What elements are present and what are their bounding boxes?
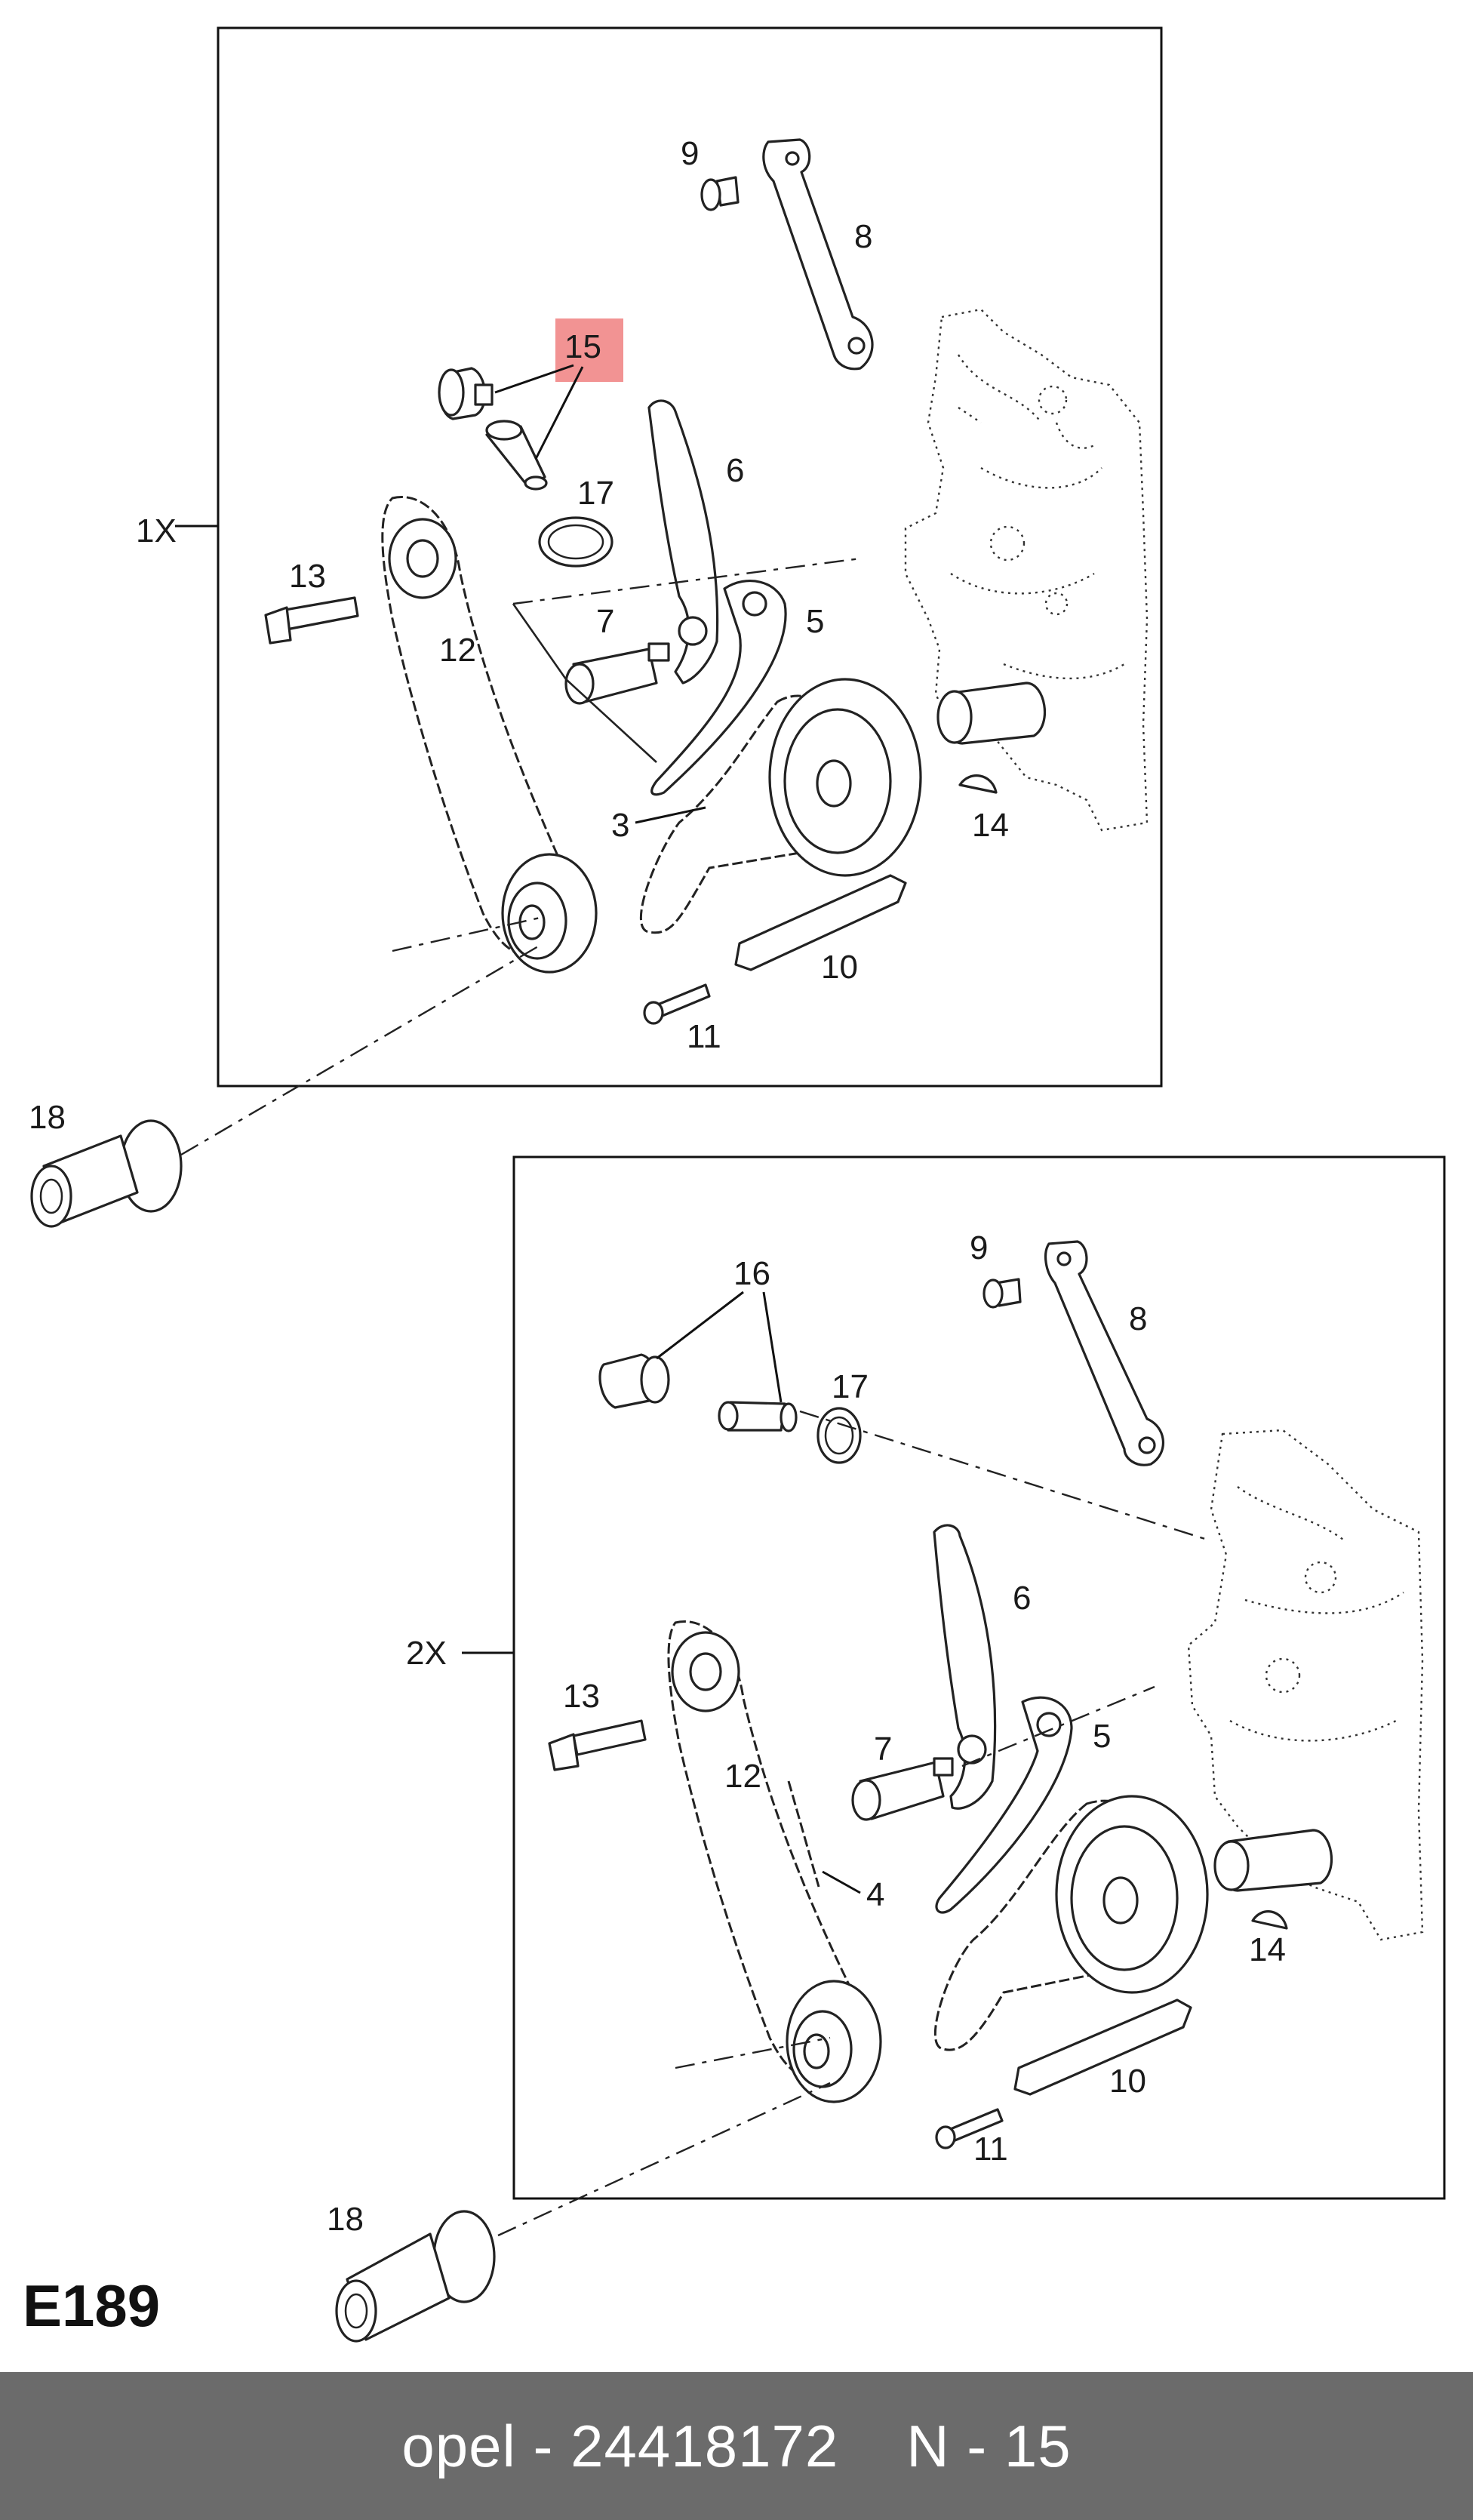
callout-10-1x: 10: [821, 949, 858, 986]
cam-sprocket-1x: [768, 678, 922, 877]
callout-14-1x: 14: [972, 807, 1009, 844]
panel-2x-frame: [512, 1155, 1446, 2200]
leader-3-1x: [635, 806, 706, 824]
tensioner-16-2x: [598, 1353, 798, 1432]
leader-4-2x: [822, 1870, 861, 1894]
centerline-18-bottom: [497, 2082, 831, 2237]
callout-14-2x: 14: [1249, 1931, 1286, 1968]
callout-17-2x: 17: [832, 1368, 869, 1405]
guide-10-2x: [1013, 1998, 1192, 2096]
leader-16a-2x: [656, 1291, 744, 1360]
guide-rail-8-1x: [762, 138, 874, 371]
engine-block-1x: [904, 308, 1149, 832]
bolt-11-2x: [935, 2108, 1004, 2149]
guide-5-2x: [935, 1696, 1073, 1914]
bolt-13-2x: [548, 1719, 647, 1771]
leader-15b-1x: [534, 366, 584, 460]
diagram-code: E189: [23, 2272, 161, 2339]
callout-7-1x: 7: [596, 603, 614, 640]
panel-1x: 1X 9 8 15 6 17 13 7 5 12 3 14 10 11: [136, 26, 1163, 1088]
part-18-bottom: 18: [327, 2082, 831, 2343]
centerline-18-top: [180, 942, 544, 1156]
callout-5-2x: 5: [1093, 1718, 1111, 1755]
guide-5-1x: [650, 580, 787, 796]
callout-8-1x: 8: [854, 218, 872, 255]
footer-part-number: 24418172: [570, 2412, 839, 2479]
panel-label-1x: 1X: [136, 512, 177, 549]
centerline-a-2x: [799, 1410, 1208, 1541]
footer-brand: opel: [401, 2412, 516, 2479]
panel-label-2x: 2X: [406, 1635, 447, 1672]
crank-sprocket-1x: [501, 853, 598, 974]
callout-6-2x: 6: [1013, 1580, 1031, 1617]
leader-16b-2x: [762, 1291, 783, 1403]
bolt-9-2x: [983, 1278, 1022, 1309]
callout-6-1x: 6: [726, 452, 744, 489]
cam-sprocket-2x: [1055, 1795, 1209, 1994]
tensioner-15-1x: [438, 367, 548, 491]
callout-17-1x: 17: [577, 475, 614, 512]
footer-separator-text: -: [533, 2412, 554, 2479]
callout-12-2x: 12: [724, 1758, 761, 1795]
bolt-9-1x: [700, 176, 740, 211]
callout-15-1x: 15: [564, 328, 601, 365]
assembly-line-1x: [512, 603, 657, 763]
bolt-11-1x: [643, 983, 711, 1025]
seal-17-1x: [538, 516, 613, 568]
callout-11-1x: 11: [687, 1018, 721, 1055]
highlight-15: [555, 318, 623, 382]
sprocket-12-top-1x: [388, 518, 457, 599]
centerline-b-1x: [392, 915, 544, 952]
panel-1x-frame: [217, 26, 1163, 1088]
callout-5-1x: 5: [806, 603, 824, 640]
callout-4-2x: 4: [866, 1876, 884, 1913]
seal-17-2x: [816, 1407, 862, 1464]
tensioner-guide-6-1x: [647, 399, 719, 685]
callout-3-1x: 3: [611, 807, 629, 844]
callout-13-1x: 13: [289, 558, 326, 595]
callout-16-2x: 16: [733, 1255, 770, 1292]
callout-18-top: 18: [29, 1099, 66, 1136]
footer-separator: -: [516, 2412, 570, 2481]
callout-12-1x: 12: [439, 632, 476, 669]
pin-7-1x: [564, 642, 670, 705]
callout-7-2x: 7: [874, 1731, 892, 1768]
footer-position: N - 15: [906, 2412, 1072, 2479]
callout-13-2x: 13: [563, 1678, 600, 1715]
callout-10-2x: 10: [1109, 2063, 1146, 2100]
callout-9-2x: 9: [970, 1229, 988, 1266]
leader-15a-1x: [494, 364, 574, 394]
callout-11-2x: 11: [973, 2131, 1008, 2168]
crank-sprocket-2x: [786, 1980, 882, 2103]
tensioner-guide-6-2x: [933, 1524, 997, 1810]
callout-8-2x: 8: [1129, 1300, 1147, 1337]
guide-rail-8-2x: [1044, 1240, 1164, 1466]
guide-10-1x: [734, 874, 907, 971]
engine-block-2x: [1187, 1429, 1424, 1941]
callout-9-1x: 9: [681, 135, 699, 172]
chain-3-1x: [640, 694, 854, 934]
centerline-b-2x: [961, 1685, 1155, 1768]
centerline-c-2x: [675, 2036, 831, 2069]
sprocket-12-top-2x: [671, 1631, 740, 1712]
centerline-a-1x: [512, 557, 861, 605]
callout-18-bottom: 18: [327, 2201, 364, 2238]
bolt-13-1x: [264, 596, 359, 645]
pin-7-2x: [851, 1757, 954, 1821]
panel-2x: 2X 9 16 8 17 6 13 7 5 12 4 14 10 11: [406, 1155, 1446, 2200]
part-18-top: 18: [29, 942, 544, 1228]
footer-bar: opel - 24418172 N - 15: [0, 2372, 1473, 2520]
